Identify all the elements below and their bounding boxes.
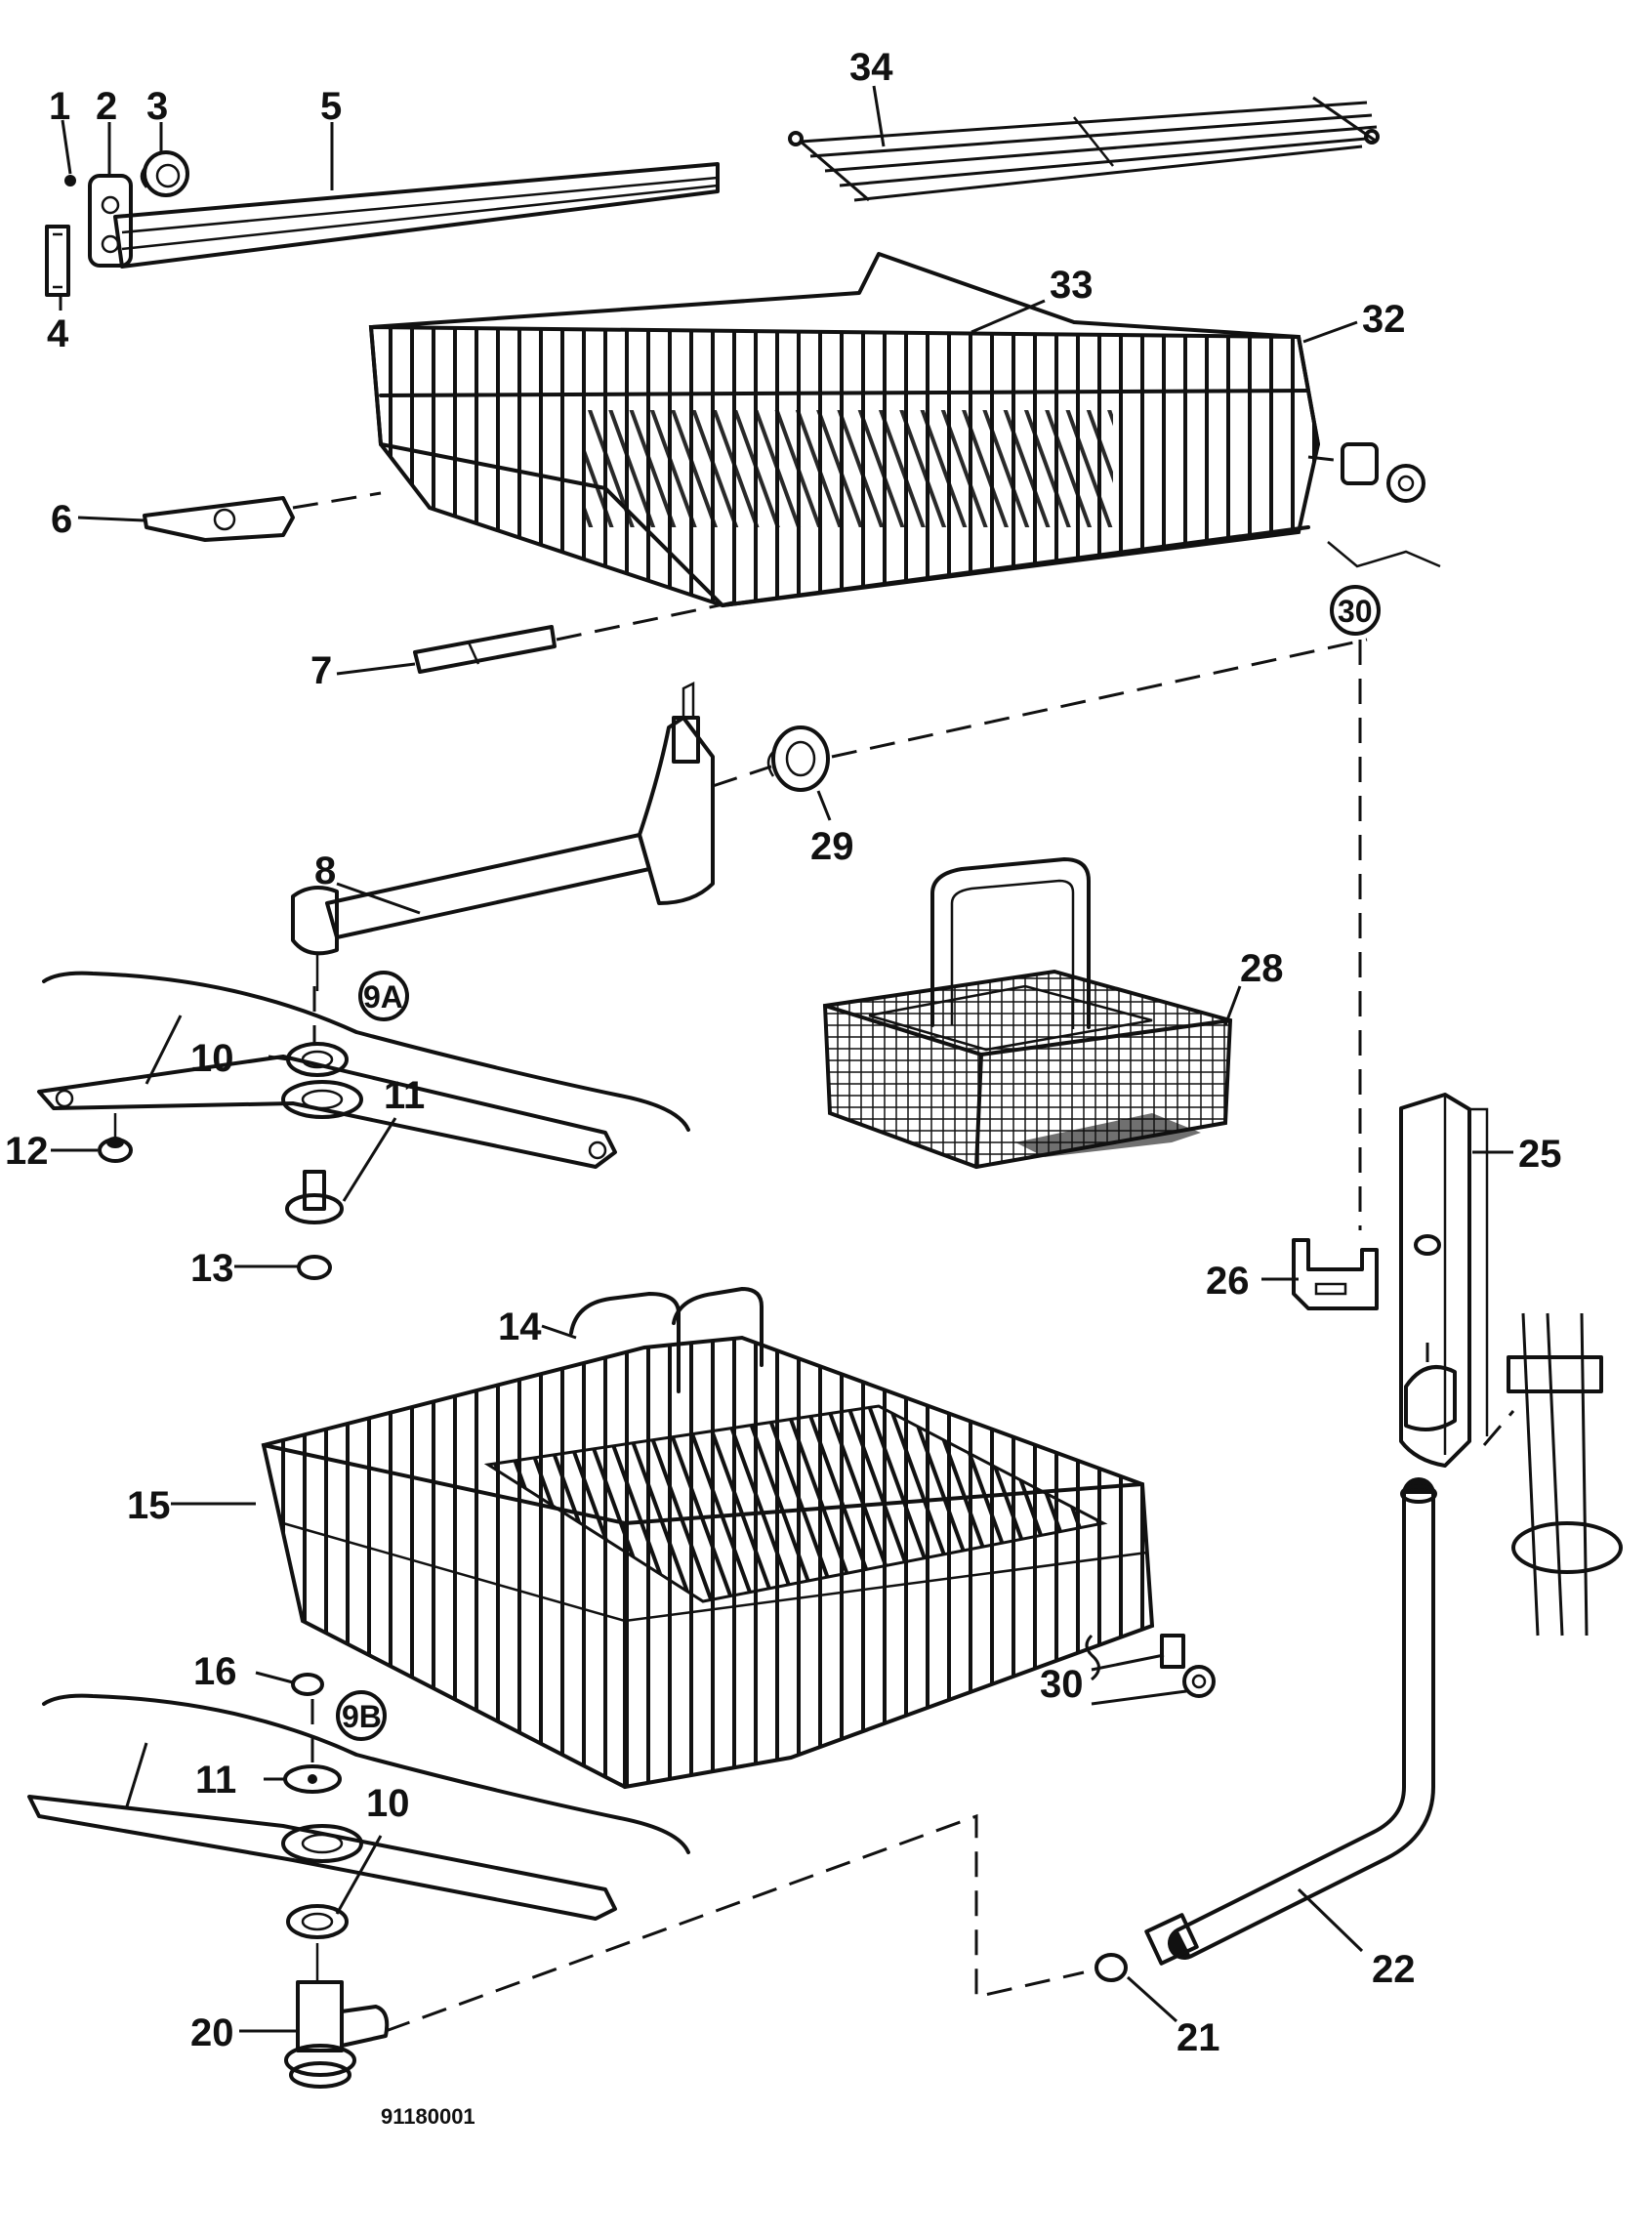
part-20-hub — [284, 1943, 390, 2089]
part-15-lower-basket — [261, 1335, 1155, 1790]
part-6-slide — [143, 496, 295, 542]
callout-20: 20 — [190, 2011, 234, 2054]
part-14-basket-handle — [569, 1287, 764, 1393]
callout-12: 12 — [5, 1130, 49, 1173]
part-8-supply-tube — [291, 681, 715, 991]
part-29-seal — [766, 725, 830, 792]
part-26-bracket — [1292, 1238, 1379, 1310]
part-10-lower-seal — [286, 1904, 349, 1939]
callout-10-upper: 10 — [190, 1037, 234, 1080]
part-2-bracket — [88, 174, 133, 268]
part-11-lower-bearing — [283, 1764, 342, 1794]
callout-26: 26 — [1206, 1260, 1250, 1303]
part-32-upper-basket — [368, 252, 1321, 608]
dash-29b — [831, 638, 1368, 759]
leader-29 — [816, 790, 832, 821]
callout-14: 14 — [498, 1306, 542, 1348]
callout-6: 6 — [51, 498, 72, 541]
callout-11-upper: 11 — [384, 1074, 425, 1117]
side-mount-assembly — [1482, 1312, 1623, 1637]
callout-25: 25 — [1518, 1133, 1562, 1176]
callout-33: 33 — [1050, 264, 1094, 307]
callout-8: 8 — [314, 850, 336, 892]
part-9b-lower-spray-arm — [27, 1693, 690, 1921]
callout-7: 7 — [310, 649, 332, 692]
callout-22: 22 — [1372, 1948, 1416, 1991]
part-13-nut — [297, 1255, 332, 1280]
part-1-screw — [64, 175, 76, 186]
leader-8 — [336, 882, 421, 915]
drawing-code: 91180001 — [381, 2104, 475, 2129]
callout-32: 32 — [1362, 298, 1406, 341]
leader-10-lower — [335, 1835, 383, 1915]
part-11-upper-bearing — [285, 1170, 344, 1224]
part-12-nozzle — [98, 1113, 133, 1163]
callout-30-lower: 30 — [1040, 1663, 1084, 1706]
part-30-upper-hardware — [1327, 442, 1441, 568]
lower-30-brace — [1085, 1634, 1100, 1681]
part-3-bushing — [140, 150, 189, 197]
leader-21 — [1126, 1975, 1178, 2023]
callout-10-lower: 10 — [366, 1782, 410, 1825]
dash-7 — [556, 599, 743, 642]
callout-13: 13 — [190, 1247, 234, 1290]
callout-circle-9b — [336, 1690, 387, 1741]
leader-22 — [1297, 1887, 1364, 1953]
part-7-slide — [413, 625, 557, 674]
callout-29: 29 — [810, 825, 854, 868]
part-16-nut — [291, 1673, 324, 1696]
callout-21: 21 — [1177, 2016, 1220, 2059]
part-25-feed-tube — [1399, 1093, 1489, 1468]
callout-3: 3 — [146, 85, 168, 128]
leader-34 — [872, 85, 886, 147]
leader-14 — [541, 1324, 577, 1340]
callout-15: 15 — [127, 1484, 171, 1527]
dash-30 — [1307, 455, 1343, 463]
leader-16 — [255, 1671, 294, 1684]
part-5-rail — [113, 162, 720, 269]
leader-11-upper — [342, 1117, 397, 1202]
callout-circle-9a — [358, 971, 409, 1021]
callout-2: 2 — [96, 85, 117, 128]
part-34-shelf — [788, 96, 1380, 202]
callout-5: 5 — [320, 85, 342, 128]
leader-28 — [1223, 985, 1242, 1026]
leader-6 — [77, 516, 145, 522]
dash-20-to-21 — [385, 1813, 1085, 2033]
callout-30-upper: 30 — [1338, 594, 1373, 629]
callout-28: 28 — [1240, 947, 1284, 990]
dash-6 — [292, 491, 382, 510]
callout-16: 16 — [193, 1650, 237, 1693]
part-30-lower-hardware — [1160, 1634, 1216, 1698]
callout-34: 34 — [849, 46, 893, 89]
callout-circle-30-upper — [1330, 585, 1381, 636]
dash-29a — [712, 765, 772, 788]
part-4-clip — [45, 225, 70, 297]
callout-9b: 9B — [342, 1699, 382, 1734]
leader-10-upper — [268, 1055, 289, 1061]
callout-4: 4 — [47, 312, 69, 355]
callout-1: 1 — [49, 85, 70, 128]
part-22-feed-pipe — [1144, 1477, 1437, 1966]
leader-1 — [61, 119, 72, 175]
part-28-cutlery-basket — [822, 857, 1233, 1170]
callout-9a: 9A — [363, 979, 403, 1015]
part-21-ring — [1094, 1953, 1128, 1982]
leader-33 — [971, 299, 1046, 334]
leader-7 — [336, 662, 416, 676]
leader-32 — [1302, 320, 1358, 344]
callout-11-lower: 11 — [195, 1759, 236, 1802]
